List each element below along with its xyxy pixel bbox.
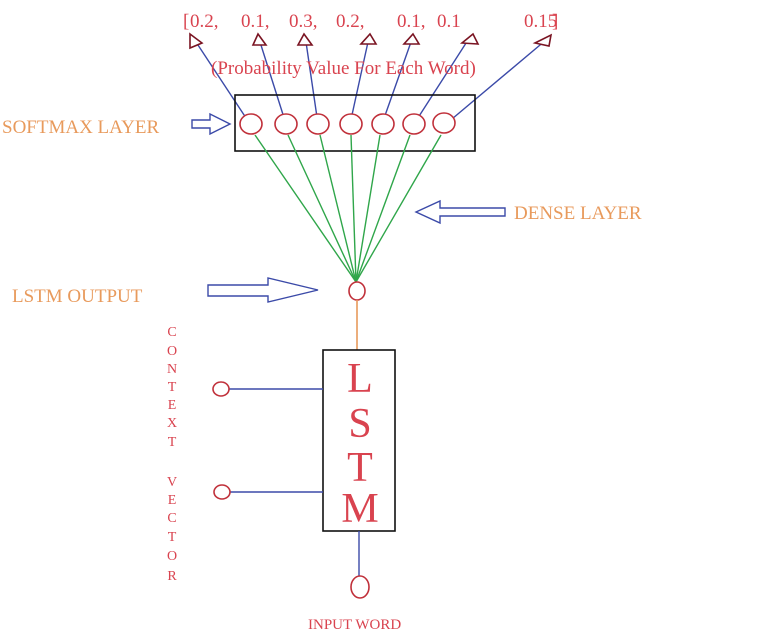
output-connector-3 [305,41,319,125]
svg-text:C: C [167,511,176,526]
softmax-node [402,113,426,135]
svg-text:O: O [167,344,177,359]
softmax-node [239,113,263,135]
svg-text:N: N [167,362,177,377]
close-bracket: ] [552,11,558,32]
probability-value-2: 0.1, [241,11,270,32]
probability-value-6: 0.1 [437,11,461,32]
probability-value-1: 0.2, [190,11,219,32]
softmax-node [371,113,395,135]
svg-text:V: V [167,475,177,490]
dense-connection [287,134,357,283]
svg-text:T: T [168,530,177,545]
arrowhead-icon [189,32,204,50]
softmax-layer-box [234,94,476,152]
lstm-output-node [348,281,366,301]
dense-connection [355,134,411,283]
svg-text:T: T [168,380,177,395]
input-word-node [350,575,370,599]
svg-text:T: T [168,435,177,450]
arrowhead-icon [251,32,268,46]
lstm-output-pointer-arrow-icon [207,277,319,303]
softmax-nodes [239,112,456,135]
output-connector-7 [445,39,547,125]
open-bracket: [ [183,11,189,32]
softmax-node [432,112,456,134]
dense-connection [350,134,357,283]
svg-text:C: C [167,325,176,340]
dense-pointer-arrow-icon [414,199,506,225]
output-arrowheads [189,32,553,50]
svg-text:E: E [168,493,177,508]
arrowhead-icon [532,33,553,47]
svg-text:O: O [167,549,177,564]
input-word-label: INPUT WORD [308,617,401,633]
svg-text:X: X [167,416,177,431]
arrowhead-icon [296,32,314,46]
lstm-output-label: LSTM OUTPUT [12,286,143,307]
dense-connection [319,134,357,283]
dense-layer-label: DENSE LAYER [514,203,642,224]
output-connector-4 [349,41,369,125]
output-connector-2 [259,41,287,125]
softmax-node [274,113,298,135]
softmax-node [306,113,330,135]
context-input-node-1 [212,381,230,397]
softmax-layer-label: SOFTMAX LAYER [2,117,159,138]
lstm-letter-m: M [341,486,378,532]
arrowhead-icon [402,32,421,45]
context-input-node-2 [213,484,231,500]
lstm-letter-t: T [347,445,373,491]
lstm-letter-s: S [348,401,371,447]
arrowhead-icon [459,32,480,45]
dense-layer-connections [254,134,442,283]
output-connector-6 [413,39,469,125]
probability-vector: [ 0.2, 0.1, 0.3, 0.2, 0.1, 0.1 0.15 ] [183,11,558,32]
svg-text:R: R [167,569,177,584]
probability-value-5: 0.1, [397,11,426,32]
dense-connection [254,134,357,283]
probability-value-7: 0.15 [524,11,557,32]
arrowhead-icon [359,32,378,45]
softmax-node [339,113,363,135]
svg-text:E: E [168,398,177,413]
softmax-pointer-arrow-icon [191,112,232,136]
probability-value-3: 0.3, [289,11,318,32]
softmax-output-connectors [195,39,547,125]
output-connector-1 [195,41,251,125]
probability-value-4: 0.2, [336,11,365,32]
probability-caption: (Probability Value For Each Word) [211,58,476,79]
lstm-letter-l: L [347,356,373,402]
context-vector-label: C O N T E X T V E C T O R [167,325,177,584]
dense-connection [355,134,442,283]
output-connector-5 [381,41,412,125]
dense-connection [355,134,381,283]
